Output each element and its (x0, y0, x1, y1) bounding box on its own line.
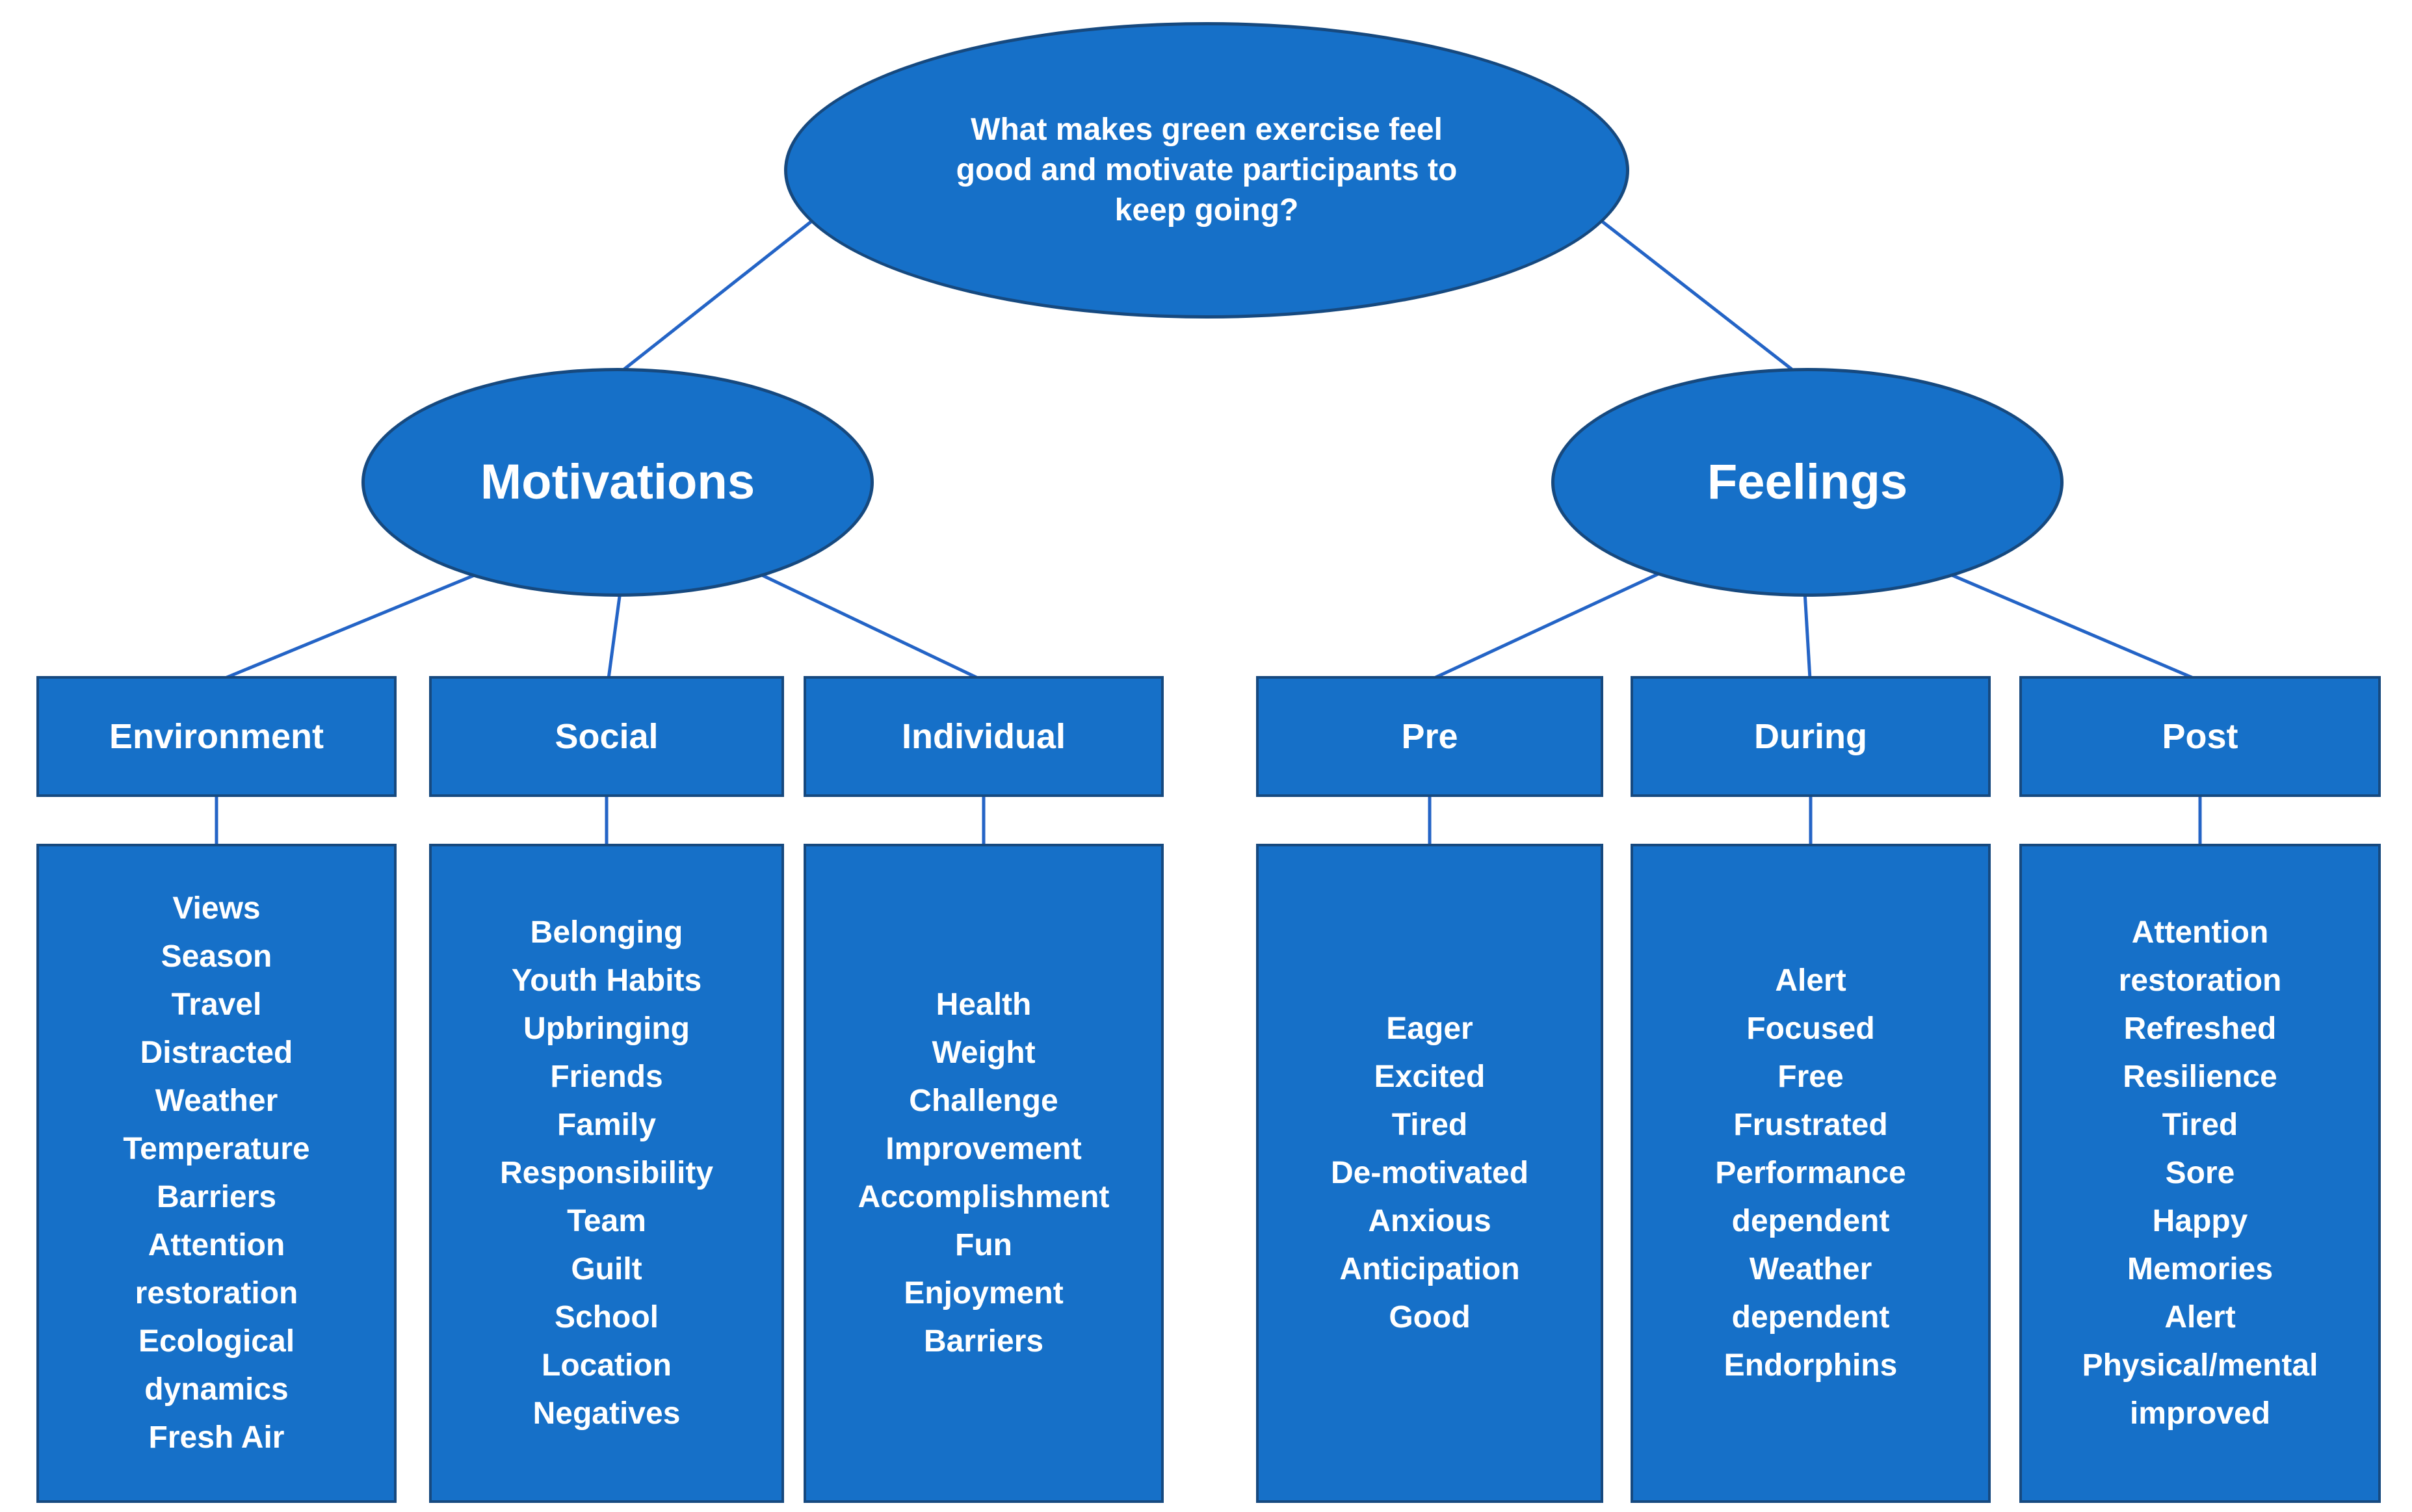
header-label-individual: Individual (901, 717, 1066, 756)
list-item: Barriers (923, 1324, 1044, 1359)
connector-motivations-environment (223, 557, 514, 681)
list-item: Guilt (571, 1252, 642, 1286)
list-item: Negatives (532, 1396, 681, 1431)
header-box-pre: Pre (1256, 676, 1603, 797)
header-box-individual: Individual (804, 676, 1164, 797)
feelings-label: Feelings (1707, 454, 1908, 510)
list-item: Focused (1746, 1011, 1875, 1046)
connector-feelings-post (1913, 557, 2196, 681)
connector-feelings-pre (1432, 557, 1692, 681)
motivations-label: Motivations (480, 454, 755, 510)
list-item: Frustrated (1733, 1108, 1888, 1142)
list-item: Team (567, 1204, 646, 1238)
list-item: Alert (2164, 1300, 2236, 1335)
motivations-node: Motivations (361, 368, 874, 597)
connector-motivations-social (607, 591, 622, 679)
list-item: Fresh Air (148, 1420, 285, 1455)
header-label-social: Social (555, 717, 659, 756)
list-item: Free (1777, 1060, 1844, 1094)
list-item: Eager (1386, 1011, 1473, 1046)
list-item: Physical/mental improved (2082, 1348, 2318, 1431)
list-item: Sore (2165, 1156, 2235, 1190)
list-item: Friends (550, 1060, 663, 1094)
connector-root-motivations (623, 212, 823, 371)
list-item: Accomplishment (858, 1180, 1110, 1214)
list-item: Season (161, 939, 272, 974)
header-box-social: Social (429, 676, 784, 797)
list-item: Improvement (885, 1132, 1082, 1166)
list-item: Weather (155, 1084, 278, 1118)
list-item: Views (172, 891, 261, 926)
list-item: Endorphins (1724, 1348, 1898, 1383)
list-item: Distracted (140, 1036, 293, 1070)
connector-root-feelings (1590, 212, 1793, 371)
list-item: Barriers (156, 1180, 277, 1214)
list-item: Memories (2127, 1252, 2274, 1286)
list-item: Performance dependent (1715, 1156, 1906, 1238)
header-box-environment: Environment (36, 676, 397, 797)
header-label-post: Post (2162, 717, 2238, 756)
list-item: Location (542, 1348, 672, 1383)
list-item: Anxious (1368, 1204, 1491, 1238)
root-question-node: What makes green exercise feel good and … (784, 22, 1629, 319)
header-box-post: Post (2019, 676, 2381, 797)
list-item: Ecological dynamics (138, 1324, 295, 1407)
list-item: Tired (1391, 1108, 1468, 1142)
feelings-node: Feelings (1551, 368, 2064, 597)
list-item: Responsibility (499, 1156, 714, 1190)
list-item: Enjoyment (904, 1276, 1064, 1310)
list-item: Tired (2162, 1108, 2238, 1142)
list-item: Weight (932, 1036, 1036, 1070)
connector-feelings-during (1803, 591, 1812, 679)
list-item: Temperature (123, 1132, 310, 1166)
list-item: Anticipation (1339, 1252, 1520, 1286)
list-item: Family (557, 1108, 657, 1142)
list-item: Weather dependent (1731, 1252, 1890, 1335)
list-item: Travel (171, 987, 262, 1022)
list-item: Excited (1374, 1060, 1486, 1094)
list-item: Resilience (2123, 1060, 2277, 1094)
header-label-during: During (1754, 717, 1867, 756)
list-item: Challenge (909, 1084, 1058, 1118)
list-item: Happy (2152, 1204, 2248, 1238)
list-item: Health (936, 987, 1032, 1022)
list-item: Alert (1775, 963, 1846, 998)
header-label-environment: Environment (109, 717, 324, 756)
header-box-during: During (1631, 676, 1991, 797)
list-item: Good (1389, 1300, 1471, 1335)
list-item: Fun (955, 1228, 1012, 1262)
list-item: Upbringing (523, 1011, 690, 1046)
header-label-pre: Pre (1401, 717, 1458, 756)
connector-motivations-individual (727, 557, 980, 681)
list-item: De-motivated (1330, 1156, 1529, 1190)
root-question-label: What makes green exercise feel good and … (956, 112, 1458, 228)
list-item: Attention restoration (135, 1228, 298, 1310)
list-item: School (554, 1300, 659, 1335)
list-item: Belonging (530, 915, 683, 950)
list-item: Youth Habits (511, 963, 702, 998)
list-item: Refreshed (2123, 1011, 2277, 1046)
list-item: Attention restoration (2118, 915, 2282, 998)
